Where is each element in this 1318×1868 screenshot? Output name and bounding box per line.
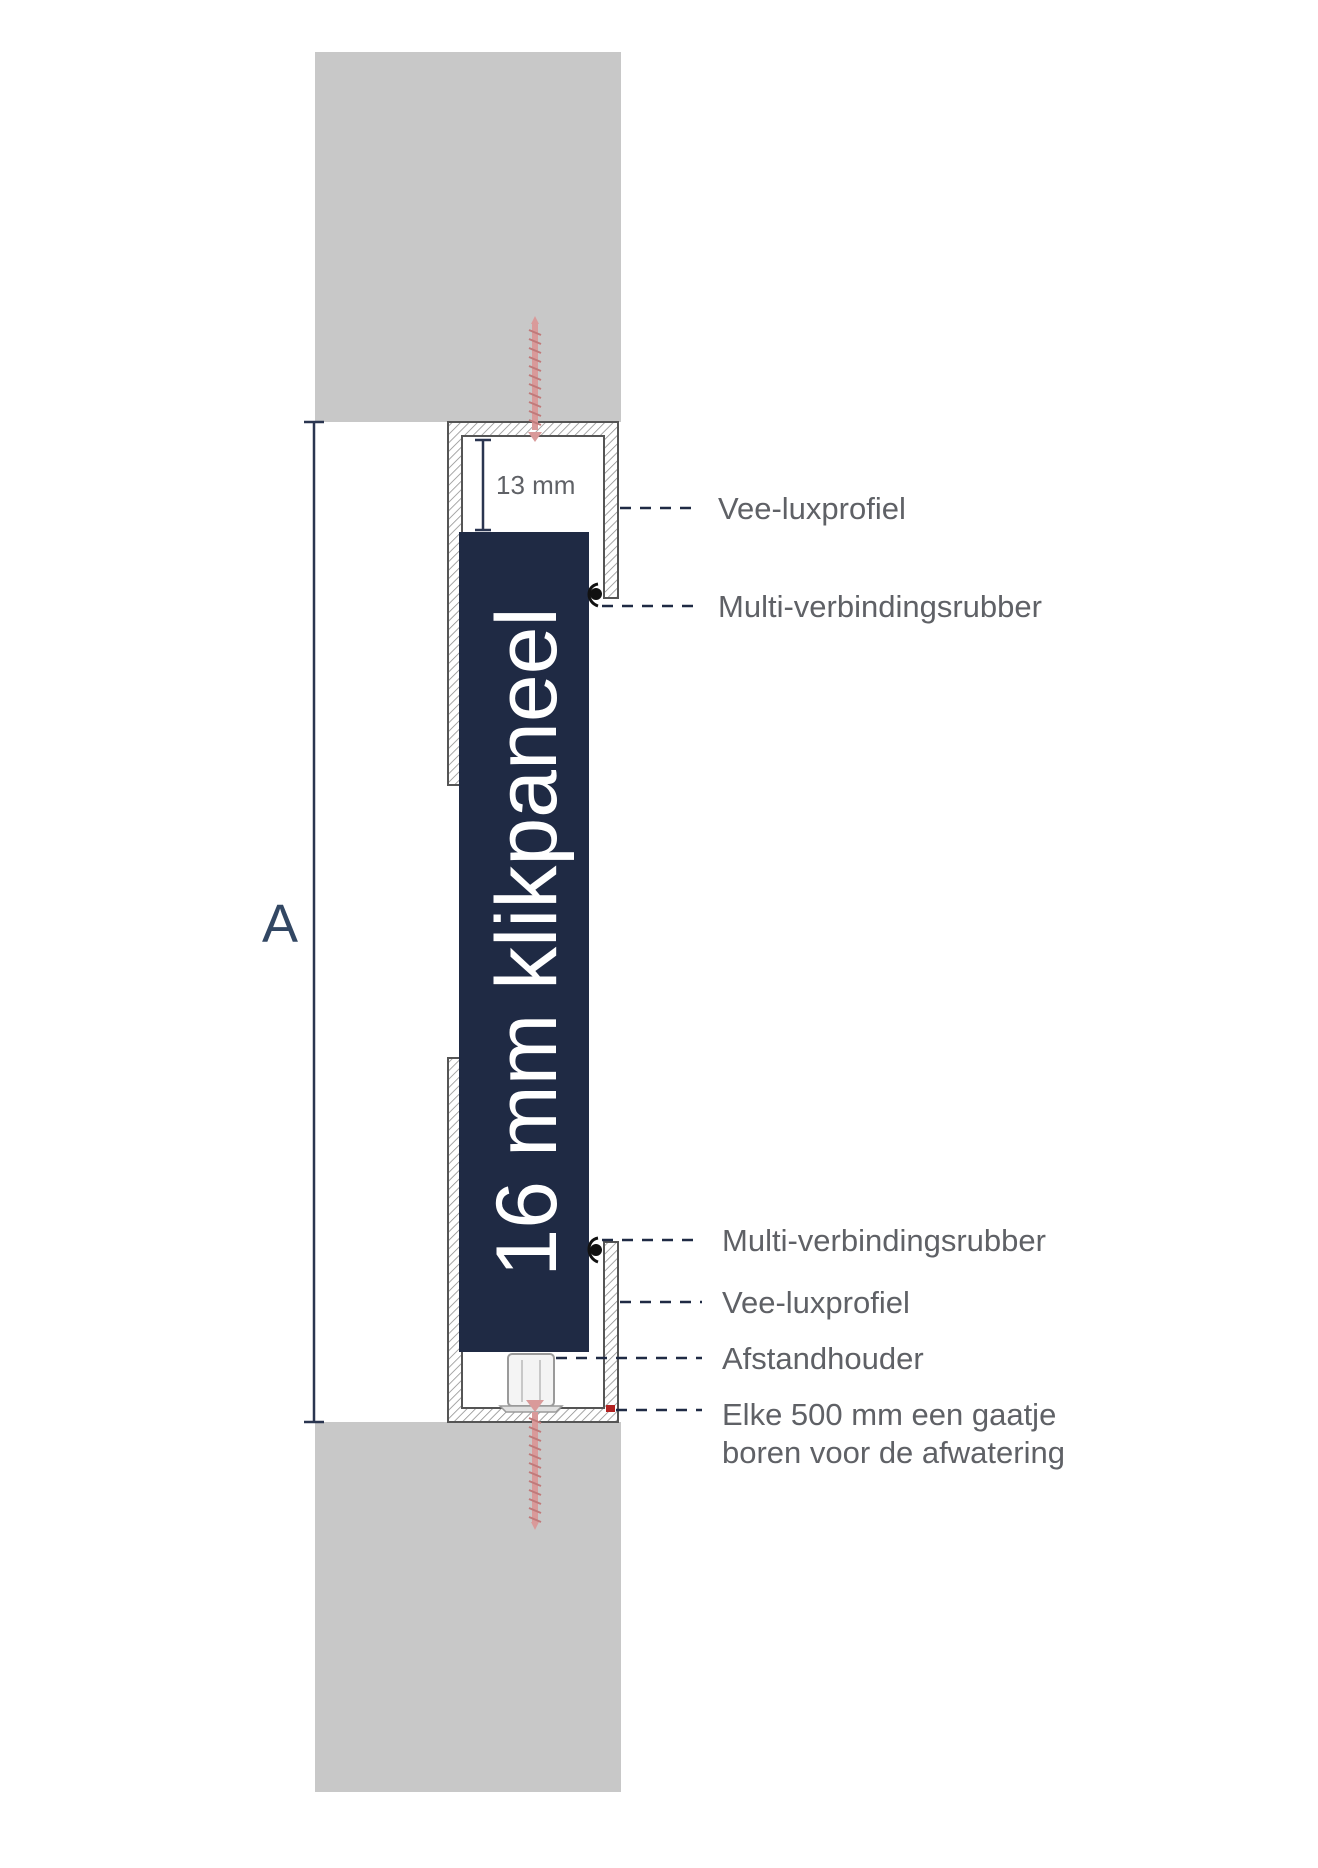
drain-hole-mark [606,1405,615,1412]
wall-top [315,52,621,422]
bottom-screw [526,1400,544,1530]
gap-dimension: 13 mm [475,438,575,532]
callout-drain-line-2: boren voor de afwatering [722,1435,1065,1470]
callout-top-rubber: Multi-verbindingsrubber [718,589,1042,624]
wall-bottom [315,1422,621,1792]
panel [459,532,589,1352]
spacer-block [498,1353,564,1413]
callout-bottom-profile: Vee-luxprofiel [722,1285,910,1320]
top-rubber-seal [587,582,602,608]
callout-top-profile: Vee-luxprofiel [718,491,906,526]
gap-dimension-label: 13 mm [496,470,575,500]
height-dimension: A [262,420,324,1424]
callout-drain-line-1: Elke 500 mm een gaatje [722,1397,1056,1432]
top-profile [447,421,619,786]
height-dimension-label: A [262,894,298,954]
top-screw [528,316,542,442]
callout-bottom-rubber: Multi-verbindingsrubber [722,1223,1046,1258]
bottom-rubber-seal [587,1236,602,1264]
panel-label: 16 mm klikpaneel [479,607,575,1276]
callout-spacer: Afstandhouder [722,1341,924,1376]
